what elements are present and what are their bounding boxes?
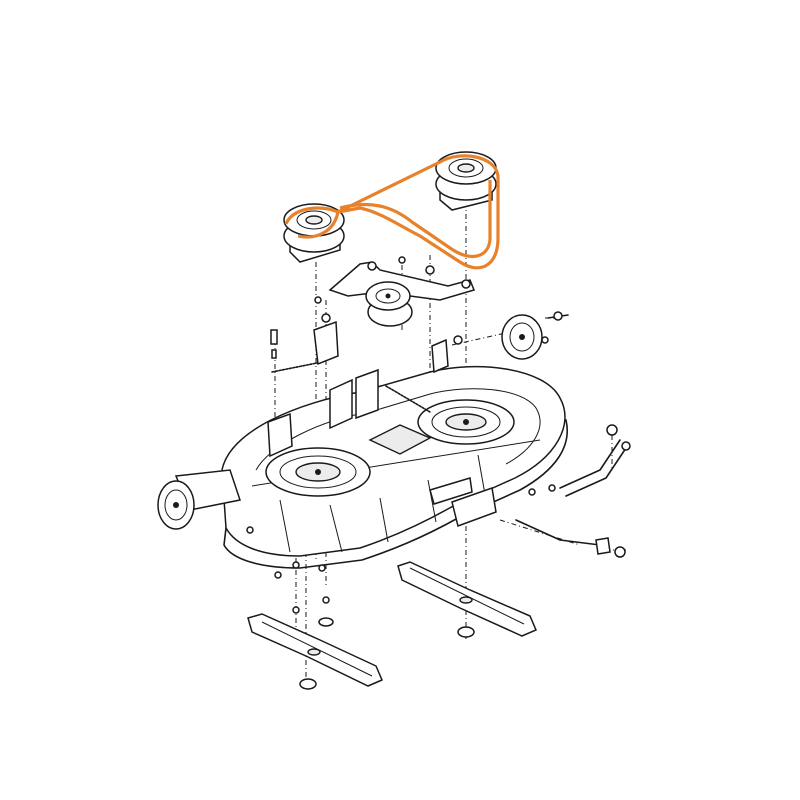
right-blade	[397, 561, 537, 637]
right-spindle-well	[417, 399, 515, 445]
left-spindle-pulley	[283, 203, 345, 263]
mower-deck	[221, 365, 568, 569]
left-blade	[247, 613, 383, 690]
tension-spring	[271, 320, 449, 413]
right-spindle-pulley	[435, 151, 497, 211]
left-spindle-well	[265, 447, 371, 497]
rear-gauge-wheel	[501, 311, 569, 360]
front-gauge-wheel	[157, 469, 241, 530]
drive-belt	[284, 154, 500, 270]
idler-pulley	[365, 281, 413, 327]
deck-lift-linkage	[515, 424, 631, 558]
